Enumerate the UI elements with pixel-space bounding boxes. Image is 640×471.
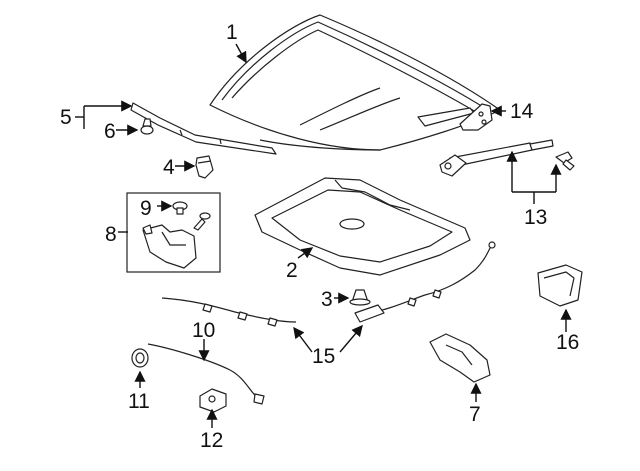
callout-7: 7 bbox=[469, 403, 481, 426]
callout-11: 11 bbox=[128, 390, 150, 413]
callout-16: 16 bbox=[556, 331, 580, 354]
callout-5: 5 bbox=[60, 106, 72, 129]
leader-lines bbox=[75, 43, 572, 428]
hood-latch bbox=[429, 333, 491, 383]
callout-15: 15 bbox=[312, 345, 336, 368]
callout-2: 2 bbox=[286, 259, 298, 282]
hood-weatherstrip bbox=[130, 102, 277, 155]
callout-1: 1 bbox=[226, 21, 238, 44]
prop-rod-holder bbox=[199, 388, 227, 413]
callout-13: 13 bbox=[524, 206, 548, 229]
hood-hinge bbox=[417, 103, 493, 131]
hood-bumper bbox=[195, 155, 214, 179]
hood-prop-rod bbox=[147, 343, 265, 405]
latch-bracket bbox=[142, 224, 197, 269]
release-cable bbox=[161, 241, 496, 327]
callout-12: 12 bbox=[200, 429, 224, 452]
callout-10: 10 bbox=[192, 319, 216, 342]
clip-part-6 bbox=[140, 118, 154, 135]
latch-support-bracket bbox=[537, 264, 583, 307]
callout-9: 9 bbox=[140, 197, 152, 220]
callout-8: 8 bbox=[105, 223, 117, 246]
callout-3: 3 bbox=[321, 288, 333, 311]
push-clip bbox=[349, 289, 371, 306]
callout-4: 4 bbox=[163, 156, 175, 179]
callout-6: 6 bbox=[104, 120, 116, 143]
hood-lift-support bbox=[439, 139, 575, 177]
bolt-part-9 bbox=[172, 201, 211, 231]
grommet bbox=[131, 348, 149, 368]
callout-14: 14 bbox=[510, 100, 534, 123]
hood-panel bbox=[209, 14, 501, 151]
